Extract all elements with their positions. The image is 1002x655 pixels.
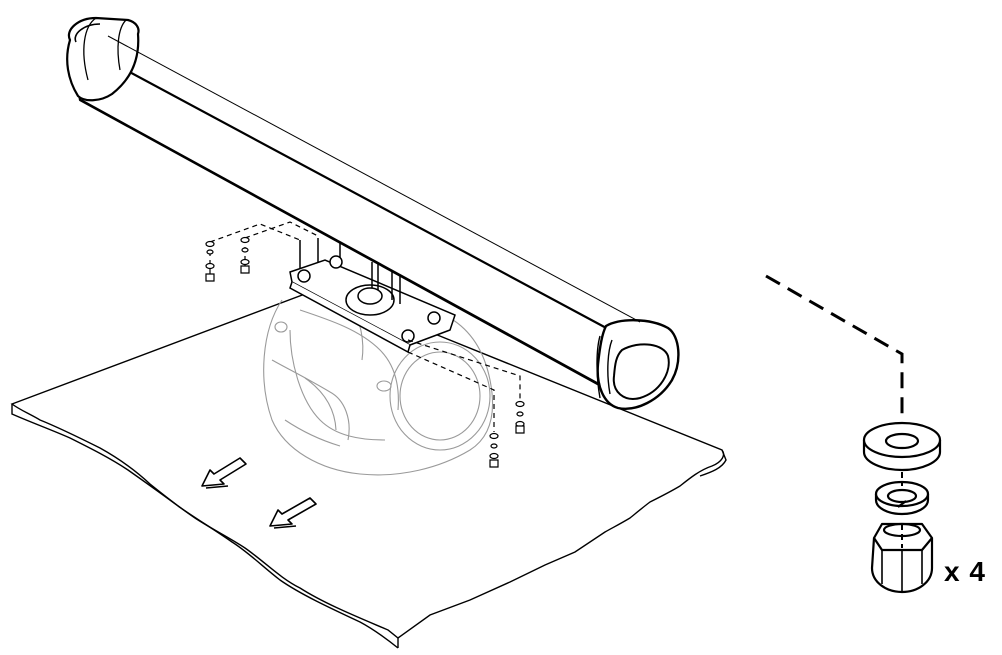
mounting-plate — [289, 238, 456, 354]
mounting-surface — [10, 293, 727, 649]
direction-arrow-icon — [269, 497, 317, 529]
hardware-stack-left-b — [240, 221, 319, 274]
hardware-stack-right-a — [407, 339, 525, 434]
direction-arrow-icon — [201, 457, 247, 489]
hardware-stack-right-b — [407, 351, 499, 468]
detail-leader-line — [765, 274, 904, 430]
cap-nut-icon — [870, 522, 934, 594]
lock-washer-icon — [874, 480, 930, 516]
pedestal-ghost — [263, 299, 494, 476]
radar-antenna — [66, 16, 680, 410]
flat-washer-icon — [862, 421, 942, 472]
hardware-stack-left-a — [205, 223, 301, 282]
quantity-label: x 4 — [944, 556, 986, 587]
